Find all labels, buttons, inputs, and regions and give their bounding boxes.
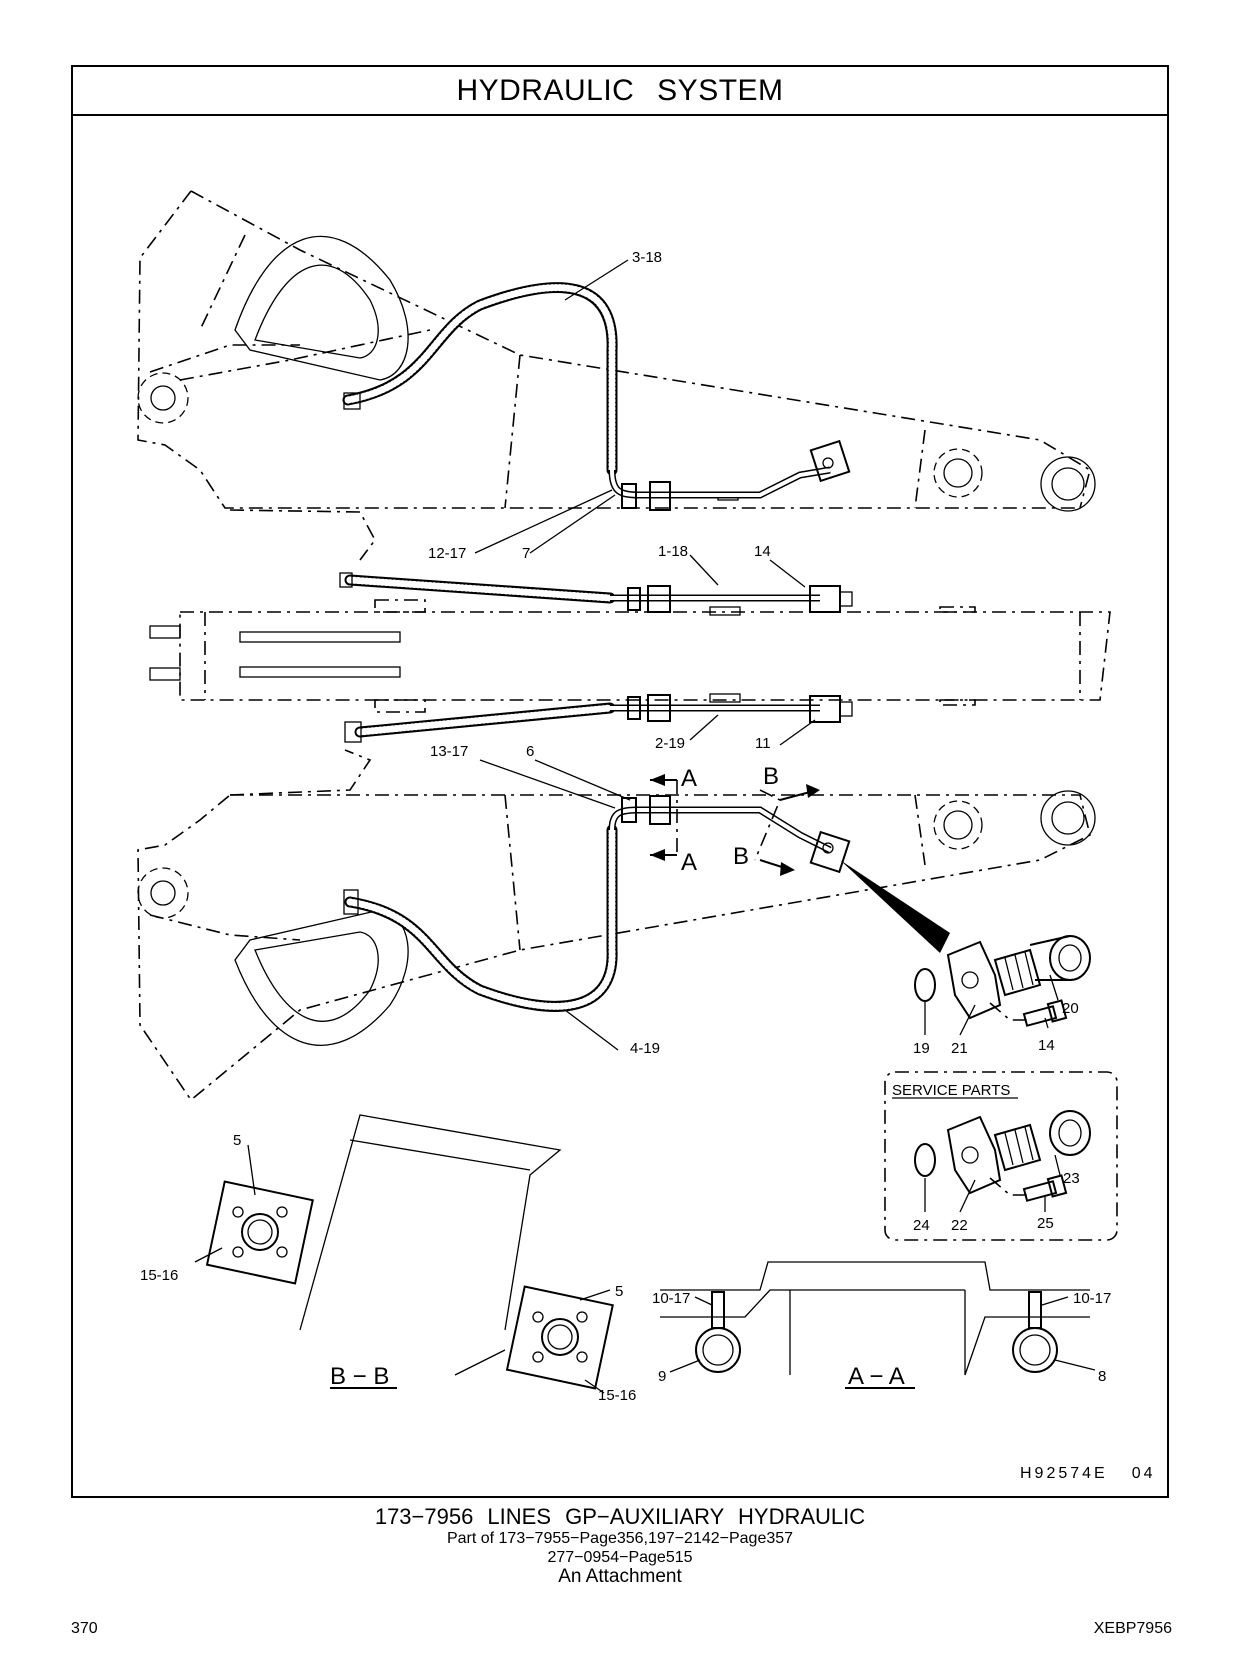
drawing-id: H92574E 04: [1020, 1465, 1156, 1483]
hose-3-18: [342, 282, 851, 511]
section-view-aa: [660, 1261, 1090, 1389]
callout-23: 23: [1063, 1170, 1080, 1187]
callout-20: 20: [1062, 1000, 1079, 1017]
callout-3-18: 3-18: [632, 249, 662, 266]
callout-13-17: 13-17: [430, 743, 468, 760]
leader-lines: [194, 259, 1096, 1394]
callout-12-17: 12-17: [428, 545, 466, 562]
section-a-bottom: A: [681, 849, 697, 876]
callout-21: 21: [951, 1040, 968, 1057]
callout-19: 19: [913, 1040, 930, 1057]
part-of-text: Part of 173−7955−Page356,197−2142−Page35…: [446, 1530, 794, 1547]
callout-22: 22: [951, 1217, 968, 1234]
callout-2-19: 2-19: [655, 735, 685, 752]
callout-14-top: 14: [754, 543, 771, 560]
callout-6: 6: [526, 743, 534, 760]
callout-7: 7: [522, 545, 530, 562]
callout-labels: 3-18 12-17 7 1-18 14 2-19 11 13-17 6 4-1…: [140, 249, 1111, 1404]
top-boom-view: [137, 190, 1096, 561]
callout-9: 9: [658, 1368, 666, 1385]
page-title-bar: HYDRAULIC SYSTEM: [73, 67, 1167, 116]
drawing-revision: 04: [1131, 1465, 1156, 1482]
middle-stick-view: [149, 599, 1111, 713]
line-2-19: [344, 694, 853, 743]
diagram-frame: HYDRAULIC SYSTEM: [71, 65, 1169, 1498]
line-1-18: [339, 572, 853, 613]
callout-11: 11: [755, 735, 771, 752]
detail-pointer-wedge: [840, 860, 950, 953]
part-pages-text: 277−0954−Page515: [547, 1549, 693, 1566]
document-number: XEBP7956: [1093, 1620, 1172, 1637]
callout-10-17-right: 10-17: [1073, 1290, 1111, 1307]
drawing-code: H92574E: [1020, 1465, 1108, 1482]
callout-5-right: 5: [615, 1283, 623, 1300]
callout-25: 25: [1037, 1215, 1054, 1232]
page-title: HYDRAULIC SYSTEM: [456, 74, 784, 107]
section-view-bb: [205, 1114, 614, 1390]
callout-5-left: 5: [233, 1132, 241, 1149]
part-title: 173−7956 LINES GP−AUXILIARY HYDRAULIC: [374, 1504, 866, 1529]
lower-boom-view: [137, 749, 1096, 1102]
section-letters: A A B B B − B A − A: [330, 763, 905, 1390]
callout-8: 8: [1098, 1368, 1106, 1385]
page-number: 370: [71, 1620, 98, 1637]
section-cut-marks: [650, 774, 820, 876]
callout-14-detail: 14: [1038, 1037, 1055, 1054]
callout-4-19: 4-19: [630, 1040, 660, 1057]
hose-4-19: [343, 795, 851, 1012]
callout-24: 24: [913, 1217, 930, 1234]
callout-15-16-left: 15-16: [140, 1267, 178, 1284]
section-b-top: B: [763, 763, 779, 790]
callout-1-18: 1-18: [658, 543, 688, 560]
view-label-bb: B − B: [330, 1363, 389, 1390]
section-a-top: A: [681, 765, 697, 792]
view-label-aa: A − A: [848, 1363, 905, 1390]
callout-10-17-left: 10-17: [652, 1290, 690, 1307]
callout-15-16-right: 15-16: [598, 1387, 636, 1404]
service-parts-box: [884, 1071, 1118, 1241]
section-b-bottom: B: [733, 843, 749, 870]
flange-detail: [914, 935, 1091, 1027]
service-parts-label: SERVICE PARTS: [892, 1082, 1010, 1099]
attachment-text: An Attachment: [558, 1566, 682, 1587]
